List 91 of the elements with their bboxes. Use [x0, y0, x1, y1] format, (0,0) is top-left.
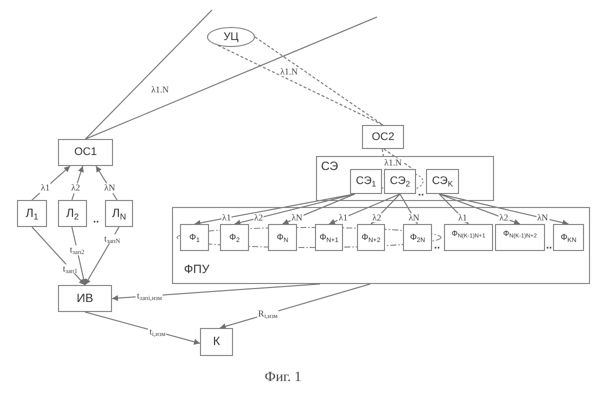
- process-box: [426, 169, 459, 194]
- edge-label: λN: [536, 213, 550, 223]
- arrow: [71, 166, 84, 200]
- edge-label: t$_{запi,изм}$: [136, 291, 163, 301]
- edge-label: λ1: [457, 213, 468, 223]
- process-box: [200, 328, 233, 356]
- edge-label: λ1: [40, 183, 51, 193]
- dashed-line: [254, 36, 384, 126]
- node-label: ОС2: [372, 130, 394, 144]
- frame-label: СЭ: [321, 160, 338, 174]
- figure-caption: Фиг. 1: [264, 370, 302, 386]
- beam-label: λ1.N: [150, 85, 170, 95]
- node-label: Ф$_{1}$: [189, 232, 200, 243]
- node-label: К: [213, 335, 220, 349]
- ellipsis-text: ..: [92, 214, 100, 226]
- node-label: Ф$_{N+1}$: [320, 232, 338, 243]
- node-label: Л$_{2}$: [66, 206, 79, 220]
- arrow: [71, 226, 87, 286]
- edge-label: λN: [408, 213, 420, 223]
- arrow: [400, 194, 418, 224]
- frame-label: ФПУ: [184, 262, 210, 276]
- process-box: [495, 224, 545, 251]
- arrow: [32, 226, 86, 286]
- node-label: Л$_{N}$: [112, 206, 126, 220]
- arrow: [282, 194, 356, 224]
- node-label: УЦ: [223, 30, 239, 44]
- node-label: СЭ$_{K}$: [432, 175, 453, 188]
- process-box: [220, 224, 249, 251]
- arrow: [328, 194, 400, 224]
- arrow: [84, 312, 200, 345]
- node-label: СЭ$_{1}$: [356, 175, 376, 188]
- arrow: [438, 194, 469, 224]
- process-box: [315, 224, 343, 251]
- ellipsis-text: ..: [418, 188, 424, 198]
- process-box: [362, 125, 404, 149]
- edge-label: t$_{i,изм}$: [148, 327, 166, 336]
- process-box: [384, 169, 416, 194]
- process-box: [17, 200, 47, 227]
- node-label: Ф$_{N(K-1)N+2}$: [503, 229, 537, 238]
- process-box: [553, 224, 584, 251]
- arrow: [32, 166, 71, 200]
- process-box: [105, 200, 133, 227]
- connector-line: [85, 10, 212, 140]
- arrow: [234, 194, 356, 226]
- dashed-line: [218, 44, 384, 126]
- edge-label: λ1: [221, 213, 232, 223]
- edge-label: λ2: [70, 183, 82, 193]
- edge-label: t$_{зап2}$: [68, 245, 86, 255]
- dashed-line: [382, 148, 386, 170]
- edge-label: λ2: [498, 213, 510, 223]
- edge-label: λN: [290, 213, 304, 223]
- process-box: [403, 224, 432, 251]
- node-label: Ф$_{N}$: [276, 232, 288, 243]
- process-box: [357, 224, 385, 251]
- node-label: Ф$_{2}$: [229, 232, 240, 243]
- node-label: Ф$_{2N}$: [410, 232, 426, 243]
- node-label: ОС1: [74, 146, 97, 159]
- edge-label: t$_{запN}$: [103, 234, 122, 244]
- group-frame: [172, 207, 590, 284]
- ellipsis-text: ..: [546, 240, 552, 252]
- node-label: СЭ$_{2}$: [390, 175, 410, 188]
- ellipsis-text: ..: [434, 240, 440, 252]
- group-frame: [316, 156, 494, 201]
- process-box: [268, 224, 297, 251]
- arrow: [438, 194, 520, 225]
- process-box: [58, 139, 113, 166]
- process-box: [350, 169, 382, 194]
- process-box: [58, 200, 87, 227]
- process-box: [58, 285, 112, 312]
- node-label: Ф$_{N(K-1)N+1}$: [452, 229, 486, 238]
- beam-label: λ1.N: [279, 67, 299, 77]
- dashed-line: [383, 148, 414, 170]
- node-label: ИВ: [76, 292, 94, 306]
- node-label: Ф$_{KN}$: [560, 232, 576, 243]
- ellipse-node: [207, 27, 255, 47]
- node-label: Ф$_{N+2}$: [362, 232, 380, 243]
- edge-label: t$_{зап1}$: [62, 264, 78, 274]
- edge-label: λ1: [338, 213, 349, 223]
- arrow: [84, 226, 120, 286]
- edge-label: λN: [103, 183, 116, 193]
- edge-label: λ2: [371, 213, 382, 223]
- edge-label: λ2: [253, 213, 264, 223]
- edge-label: R$_{i,изм}$: [257, 309, 279, 319]
- beam-label: λ1.N: [383, 158, 403, 168]
- arrow: [95, 166, 118, 200]
- connector-line: [85, 16, 378, 140]
- node-label: Л$_{1}$: [26, 206, 38, 220]
- process-box: [180, 224, 209, 251]
- arrow: [370, 194, 400, 224]
- arrow: [219, 284, 371, 330]
- process-box: [444, 224, 493, 251]
